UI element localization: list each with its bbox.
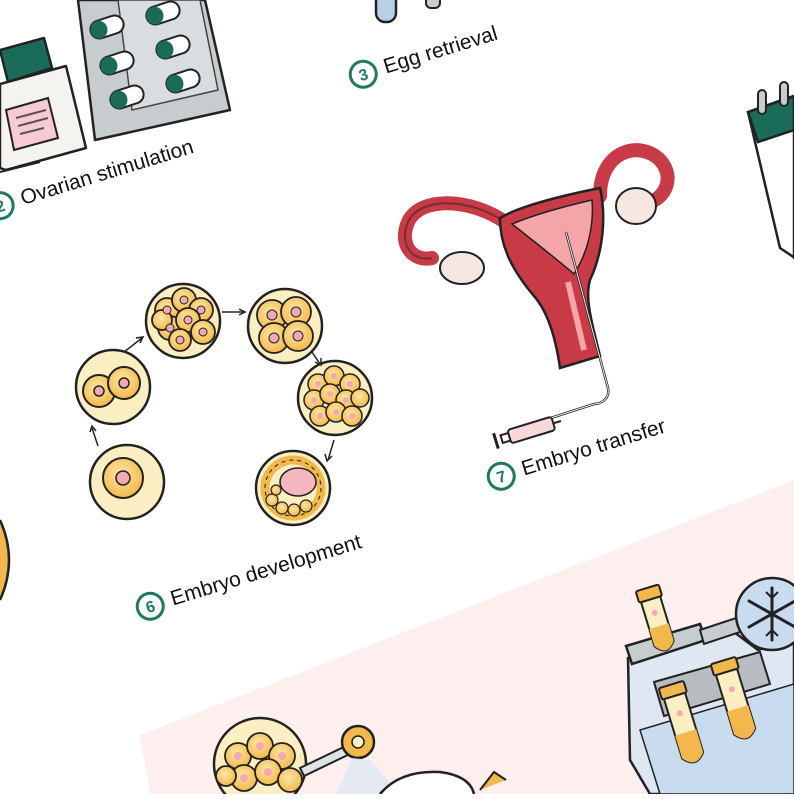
calendar-icon [746,81,794,260]
embryo-biopsy [212,716,507,799]
snowflake-icon [734,576,794,652]
egg-retrieval-illustration [374,0,441,24]
embryo-morula [296,359,374,437]
embryo-4-cell [246,287,324,365]
step-6-number-badge [135,591,165,621]
embryo-development-illustration [74,282,374,527]
syringe-icon [492,416,562,449]
cryo-storage-illustration [212,576,794,799]
step-7-number-badge [486,461,516,491]
uterus-icon [397,143,675,370]
step-2-number: 2 [0,198,7,217]
step-3-title: Egg retrieval [381,22,500,78]
test-tube-icon [635,583,757,764]
medicine-bottle-icon [0,36,88,172]
step-7-label: 7 Embryo transfer [486,415,668,491]
step-2-number-badge [0,191,15,221]
embryo-blastocyst [254,449,332,527]
step-6-title: Embryo development [168,530,365,610]
embryo-8-cell [144,282,222,360]
step-3-label: 3 Egg retrieval [348,22,500,89]
step-3-number-badge [348,59,378,89]
ovarian-stimulation-illustration [0,0,232,173]
embryo-2-cell [74,348,152,426]
partial-cell-left-edge [0,519,11,601]
embryo-cycle-arrows [89,308,335,463]
pill-blister-icon [76,0,232,142]
step-6-label: 6 Embryo development [135,530,365,621]
embryo-cell-icon [88,443,166,521]
embryo-transfer-illustration [397,143,675,449]
